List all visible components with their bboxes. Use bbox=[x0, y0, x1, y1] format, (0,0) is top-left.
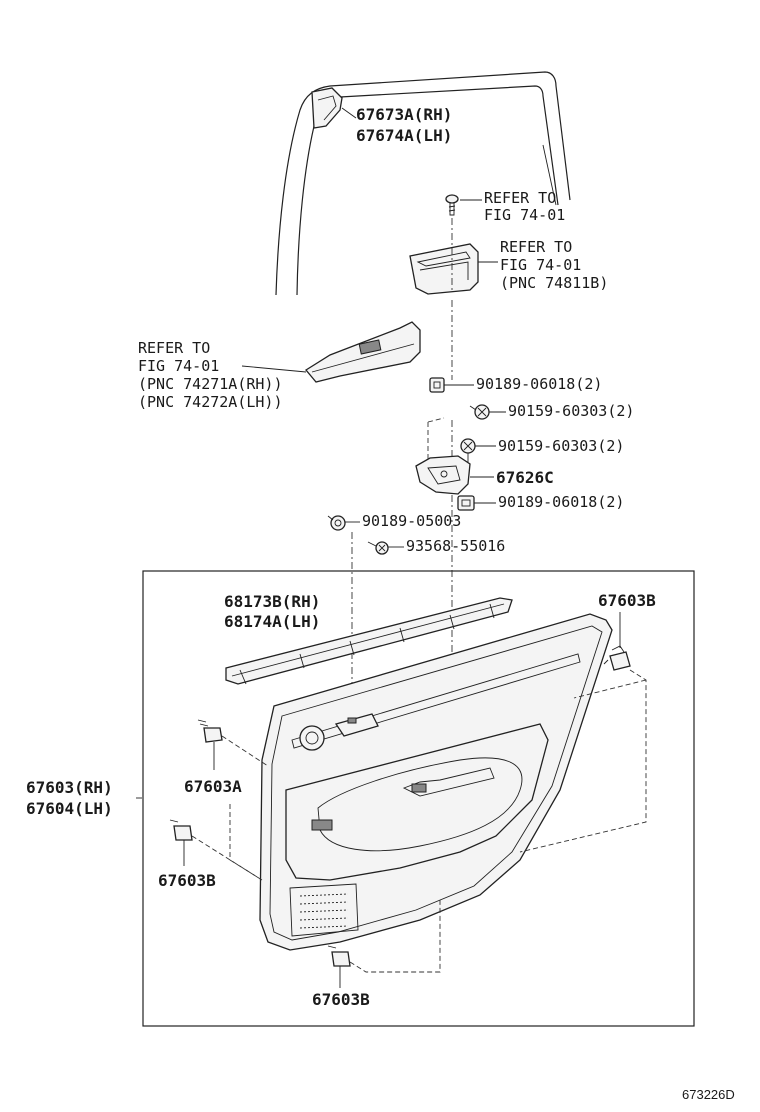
corner-cover-part bbox=[311, 87, 343, 129]
label-93568-55016: 93568-55016 bbox=[406, 537, 505, 555]
ref2-line1: REFER TO bbox=[500, 238, 572, 256]
label-67626C: 67626C bbox=[496, 468, 554, 487]
label-67673A: 67673A(RH) bbox=[356, 105, 452, 124]
label-68174A: 68174A(LH) bbox=[224, 612, 320, 631]
bracket-guide bbox=[427, 417, 445, 460]
label-67603B-tr: 67603B bbox=[598, 591, 656, 610]
clip-67603B-b bbox=[327, 945, 351, 967]
ref3-line4: (PNC 74272A(LH)) bbox=[138, 393, 283, 411]
label-90189-06018-top: 90189-06018(2) bbox=[476, 375, 602, 393]
label-67603A: 67603A bbox=[184, 777, 242, 796]
ref3-line1: REFER TO bbox=[138, 339, 210, 357]
leader-67673A bbox=[341, 107, 357, 119]
clip-67603B-tr bbox=[603, 645, 631, 671]
label-90189-06018-bot: 90189-06018(2) bbox=[498, 493, 624, 511]
label-67674A: 67674A(LH) bbox=[356, 126, 452, 145]
ref1-line2: FIG 74-01 bbox=[484, 206, 565, 224]
ref3-line3: (PNC 74271A(RH)) bbox=[138, 375, 283, 393]
clip-top bbox=[429, 377, 445, 393]
clip-67603B-l bbox=[169, 819, 193, 841]
clip-bottom bbox=[457, 495, 475, 511]
label-90159-60303-b: 90159-60303(2) bbox=[498, 437, 624, 455]
screw-top bbox=[445, 194, 459, 216]
label-68173B: 68173B(RH) bbox=[224, 592, 320, 611]
label-67603B-l: 67603B bbox=[158, 871, 216, 890]
assembly-frame bbox=[142, 570, 695, 1027]
ref2-line2: FIG 74-01 bbox=[500, 256, 581, 274]
door-trim-panel bbox=[259, 613, 613, 951]
guide-67603B-b bbox=[349, 900, 441, 973]
label-90189-05003: 90189-05003 bbox=[362, 512, 461, 530]
label-90159-60303-a: 90159-60303(2) bbox=[508, 402, 634, 420]
screw-b bbox=[460, 438, 476, 462]
label-67604-lh: 67604(LH) bbox=[26, 799, 113, 818]
leader-ref3 bbox=[241, 365, 307, 373]
bracket-67626C bbox=[415, 455, 471, 495]
ref2-line3: (PNC 74811B) bbox=[500, 274, 608, 292]
belt-moulding bbox=[225, 597, 513, 685]
label-67603-rh: 67603(RH) bbox=[26, 778, 113, 797]
clip-67603A bbox=[197, 719, 223, 743]
screw-93568 bbox=[367, 541, 389, 555]
guide-67603B-l bbox=[191, 835, 263, 881]
figure-id: 673226D bbox=[682, 1087, 735, 1102]
ref3-line2: FIG 74-01 bbox=[138, 357, 219, 375]
guide-67603B-tr bbox=[519, 669, 647, 853]
pull-handle-cup bbox=[409, 243, 479, 295]
label-67603B-b: 67603B bbox=[312, 990, 370, 1009]
clip-90189-05003 bbox=[327, 515, 346, 531]
screw-a bbox=[469, 404, 490, 420]
switch-panel bbox=[305, 321, 421, 383]
ref1-line1: REFER TO bbox=[484, 189, 556, 207]
